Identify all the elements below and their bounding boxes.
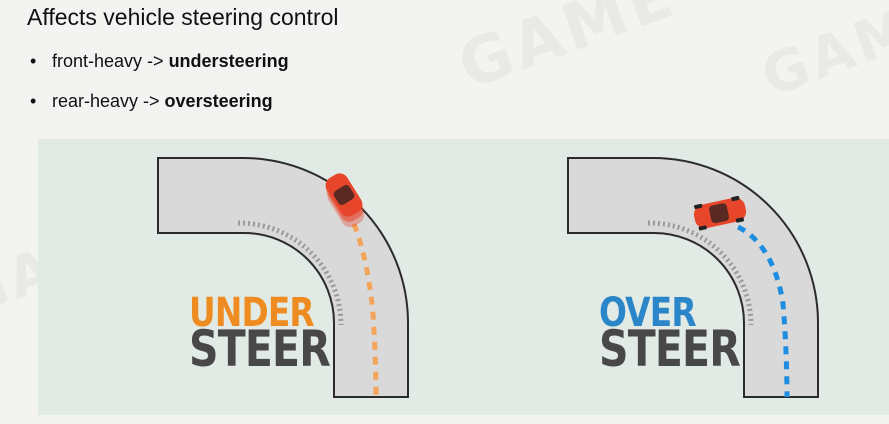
oversteer-word1: OVER xyxy=(599,290,697,336)
bullet-emphasis: understeering xyxy=(168,51,289,71)
understeer-word2: STEER xyxy=(189,320,331,378)
bullet-dot-icon: • xyxy=(30,91,37,111)
understeer-word1: UNDER xyxy=(189,290,315,336)
oversteer-path xyxy=(736,224,790,398)
steering-illustration: UNDER STEER OVER STEER xyxy=(38,139,889,415)
steering-diagram xyxy=(157,157,819,398)
watermark-text: GAME xyxy=(449,0,687,105)
oversteer-car-icon xyxy=(693,195,747,231)
bullet-dot-icon: • xyxy=(30,51,37,71)
slide-title: Affects vehicle steering control xyxy=(27,4,339,30)
oversteer-road xyxy=(567,157,819,398)
bullet-text: front-heavy -> xyxy=(52,51,169,71)
bullet-front-heavy: • front-heavy -> understeering xyxy=(30,48,289,88)
bullet-rear-heavy: • rear-heavy -> oversteering xyxy=(30,88,289,128)
bullet-emphasis: oversteering xyxy=(164,91,273,111)
bullet-list: • front-heavy -> understeering • rear-heav… xyxy=(30,48,289,128)
understeer-car-icon xyxy=(325,173,365,228)
oversteer-word2: STEER xyxy=(599,320,741,378)
bullet-text: rear-heavy -> xyxy=(52,91,165,111)
understeer-path xyxy=(351,223,379,398)
watermark-text: GAM xyxy=(753,0,889,110)
